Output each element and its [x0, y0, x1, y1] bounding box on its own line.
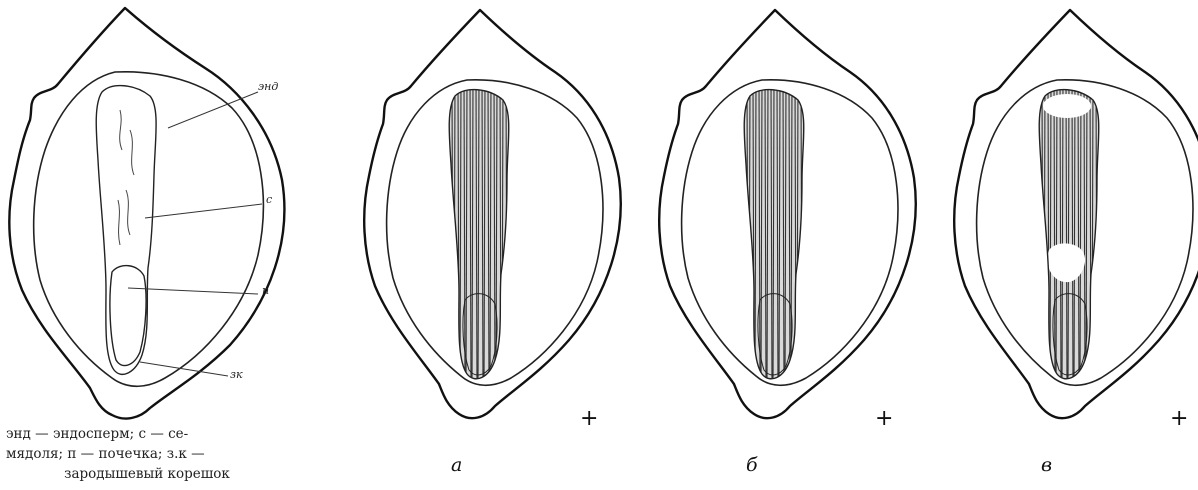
panel-letter: в: [1041, 454, 1052, 476]
leader-radicle: [140, 362, 228, 376]
seed-drawing: [355, 0, 635, 430]
plus-mark: +: [580, 408, 598, 430]
panel-letter: а: [451, 454, 462, 476]
plumule-outline: [110, 266, 146, 366]
label-cotyledon: с: [266, 193, 272, 206]
labeled-seed-panel: энд с п зк: [0, 0, 300, 420]
stained-embryo-hatching: [735, 80, 815, 390]
stained-embryo-hatching: [1030, 80, 1110, 390]
plus-mark: +: [1170, 408, 1188, 430]
plus-mark: +: [875, 408, 893, 430]
leader-endosperm: [168, 92, 258, 128]
leader-cotyledon: [145, 204, 262, 218]
variant-panel-b: +б: [650, 0, 930, 490]
variant-panel-a: +а: [355, 0, 635, 490]
label-endosperm: энд: [258, 80, 278, 93]
seed-drawing: [650, 0, 930, 430]
panel-letter: б: [746, 454, 758, 476]
legend-caption: энд — эндосперм; с — се- мядоля; п — поч…: [6, 424, 288, 484]
legend-line-1: энд — эндосперм; с — се-: [6, 426, 188, 442]
stained-embryo-hatching: [440, 80, 520, 390]
label-plumule: п: [262, 284, 269, 297]
label-radicle: зк: [230, 368, 243, 381]
labeled-seed-drawing: [0, 0, 300, 420]
legend-line-3: зародышевый корешок: [6, 464, 288, 484]
legend-line-2: мядоля; п — почечка; з.к —: [6, 446, 205, 462]
seed-drawing: [945, 0, 1198, 430]
variant-panel-c: +в: [945, 0, 1198, 490]
